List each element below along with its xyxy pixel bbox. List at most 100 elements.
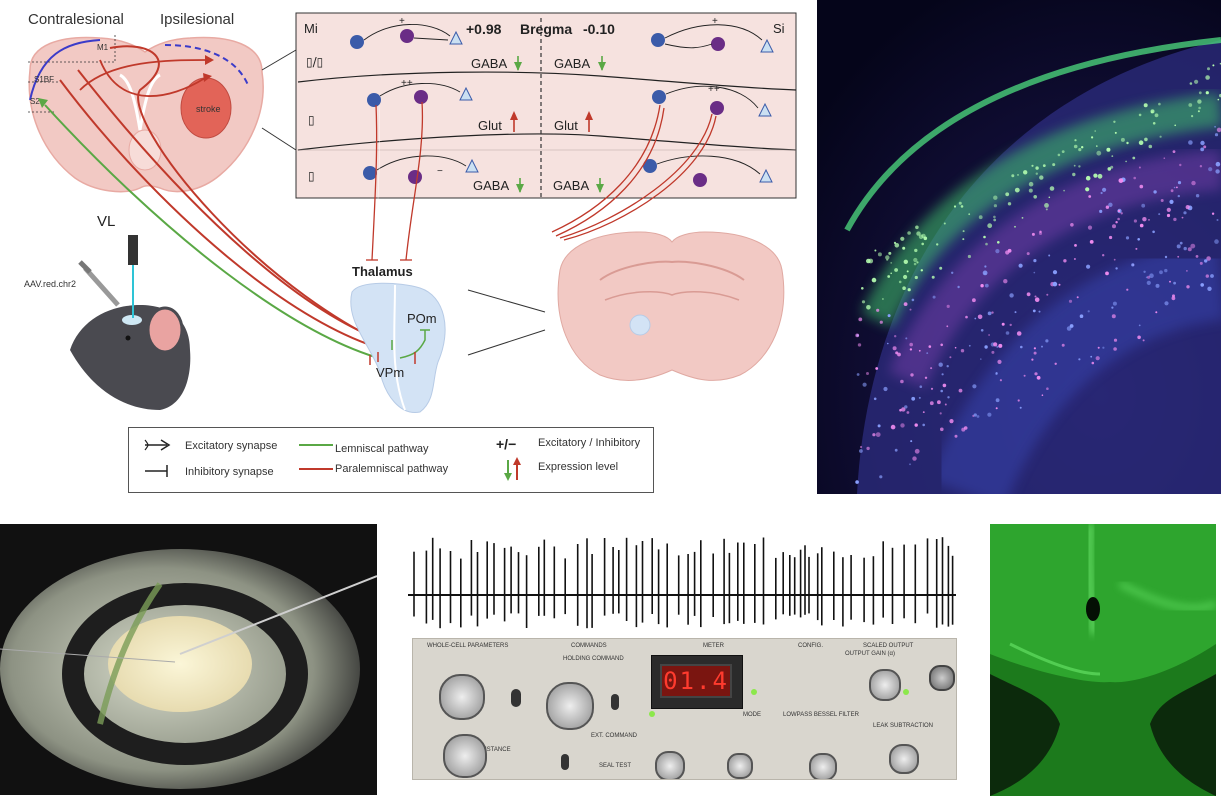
cell-dot — [894, 243, 900, 248]
cell-dot — [965, 315, 968, 319]
filter-knob[interactable] — [809, 753, 837, 779]
cell-dot — [872, 433, 876, 437]
cell-dot — [860, 445, 863, 449]
bregma-label: Bregma — [520, 21, 572, 37]
cell-dot — [907, 231, 911, 235]
cell-dot — [1204, 259, 1208, 263]
cell-dot — [993, 342, 998, 347]
cell-dot — [1217, 98, 1220, 101]
cell-dot — [1148, 219, 1150, 221]
cell-dot — [962, 230, 965, 233]
cell-dot — [875, 432, 881, 437]
glut-label-2: Glut — [554, 118, 578, 133]
cell-dot — [1078, 148, 1082, 152]
output-gain-knob[interactable] — [869, 669, 901, 701]
cell-dot — [995, 249, 1000, 254]
cell-dot — [1041, 394, 1044, 397]
cell-dot — [1018, 263, 1023, 268]
sign-plus: + — [399, 16, 405, 27]
cell-dot — [914, 275, 918, 280]
cell-dot — [913, 262, 917, 266]
cell-dot — [1197, 110, 1200, 113]
cell-dot — [1031, 358, 1034, 361]
cell-dot — [1113, 258, 1116, 261]
cell-dot — [1177, 181, 1182, 185]
mode-knob-2[interactable] — [727, 753, 753, 779]
cell-dot — [972, 298, 976, 303]
amp-scaled-output: SCALED OUTPUT — [863, 643, 914, 649]
cell-dot — [1133, 219, 1137, 223]
cell-dot — [999, 379, 1002, 382]
cell-dot — [906, 270, 909, 273]
cell-dot — [1203, 145, 1207, 149]
cell-dot — [1214, 125, 1216, 128]
cell-dot — [1120, 137, 1125, 142]
cell-dot — [1001, 322, 1005, 326]
cell-dot — [996, 345, 999, 348]
cell-dot — [1115, 221, 1118, 224]
cell-dot — [861, 287, 864, 290]
cell-dot — [997, 241, 1000, 244]
cell-dot — [903, 274, 908, 280]
cell-dot — [928, 345, 932, 348]
amp-mode: MODE — [743, 712, 761, 718]
cell-dot — [866, 305, 871, 310]
cell-dot — [1114, 131, 1117, 134]
series-resistance-knob[interactable] — [443, 734, 487, 778]
leak-knob[interactable] — [889, 744, 919, 774]
cell-dot — [980, 358, 982, 360]
m1-label: M1 — [97, 43, 109, 52]
cell-dot — [1034, 295, 1037, 298]
cell-dot — [903, 259, 908, 264]
mode-knob[interactable] — [655, 751, 685, 779]
sign-plus-right: + — [712, 16, 718, 27]
cell-dot — [1066, 326, 1072, 331]
contralesional-label: Contralesional — [28, 11, 124, 28]
range-toggle[interactable] — [611, 694, 619, 710]
cell-dot — [1164, 268, 1168, 273]
cell-dot — [1142, 217, 1147, 222]
cell-dot — [894, 268, 898, 272]
cell-dot — [909, 308, 912, 311]
amp-whole-cell: WHOLE-CELL PARAMETERS — [427, 643, 509, 649]
amp-ext: EXT. COMMAND — [591, 733, 638, 739]
cell-dot — [879, 475, 883, 479]
cell-dot — [941, 373, 944, 376]
cell-dot — [1211, 212, 1215, 215]
cell-dot — [1173, 186, 1176, 189]
ext-toggle[interactable] — [561, 754, 569, 770]
gaba-label-2: GABA — [554, 56, 590, 71]
cell-dot — [930, 367, 933, 370]
cell-dot — [1135, 247, 1138, 250]
output-bnc-connector[interactable] — [929, 665, 955, 691]
cell-dot — [1118, 178, 1124, 184]
cell-dot — [991, 311, 994, 314]
cell-dot — [1019, 406, 1022, 409]
cell-dot — [1033, 195, 1037, 199]
cell-dot — [892, 346, 897, 351]
meter-display: 01.4 — [660, 664, 732, 698]
cell-dot — [929, 401, 934, 406]
cap-toggle[interactable] — [511, 689, 521, 707]
cell-dot — [958, 388, 963, 393]
cell-dot — [1195, 255, 1199, 258]
cell-dot — [1216, 127, 1221, 133]
cell-dot — [1038, 310, 1041, 313]
cell-dot — [1089, 240, 1094, 244]
cell-dot — [939, 266, 943, 270]
cell-dot — [905, 337, 908, 340]
cell-dot — [1041, 345, 1043, 348]
cell-dot — [1058, 283, 1061, 286]
cell-dot — [1131, 263, 1135, 267]
cell-dot — [1173, 217, 1177, 222]
cell-dot — [1096, 145, 1098, 147]
holding-command-knob[interactable] — [546, 682, 594, 730]
cell-dot — [1023, 374, 1026, 377]
cell-dot — [1031, 232, 1035, 236]
whole-cell-knob[interactable] — [439, 674, 485, 720]
cell-dot — [1102, 254, 1105, 257]
cell-dot — [1205, 274, 1209, 278]
cell-dot — [1028, 188, 1033, 193]
cell-dot — [916, 261, 919, 264]
legend-inhibitory: Inhibitory synapse — [185, 466, 274, 478]
